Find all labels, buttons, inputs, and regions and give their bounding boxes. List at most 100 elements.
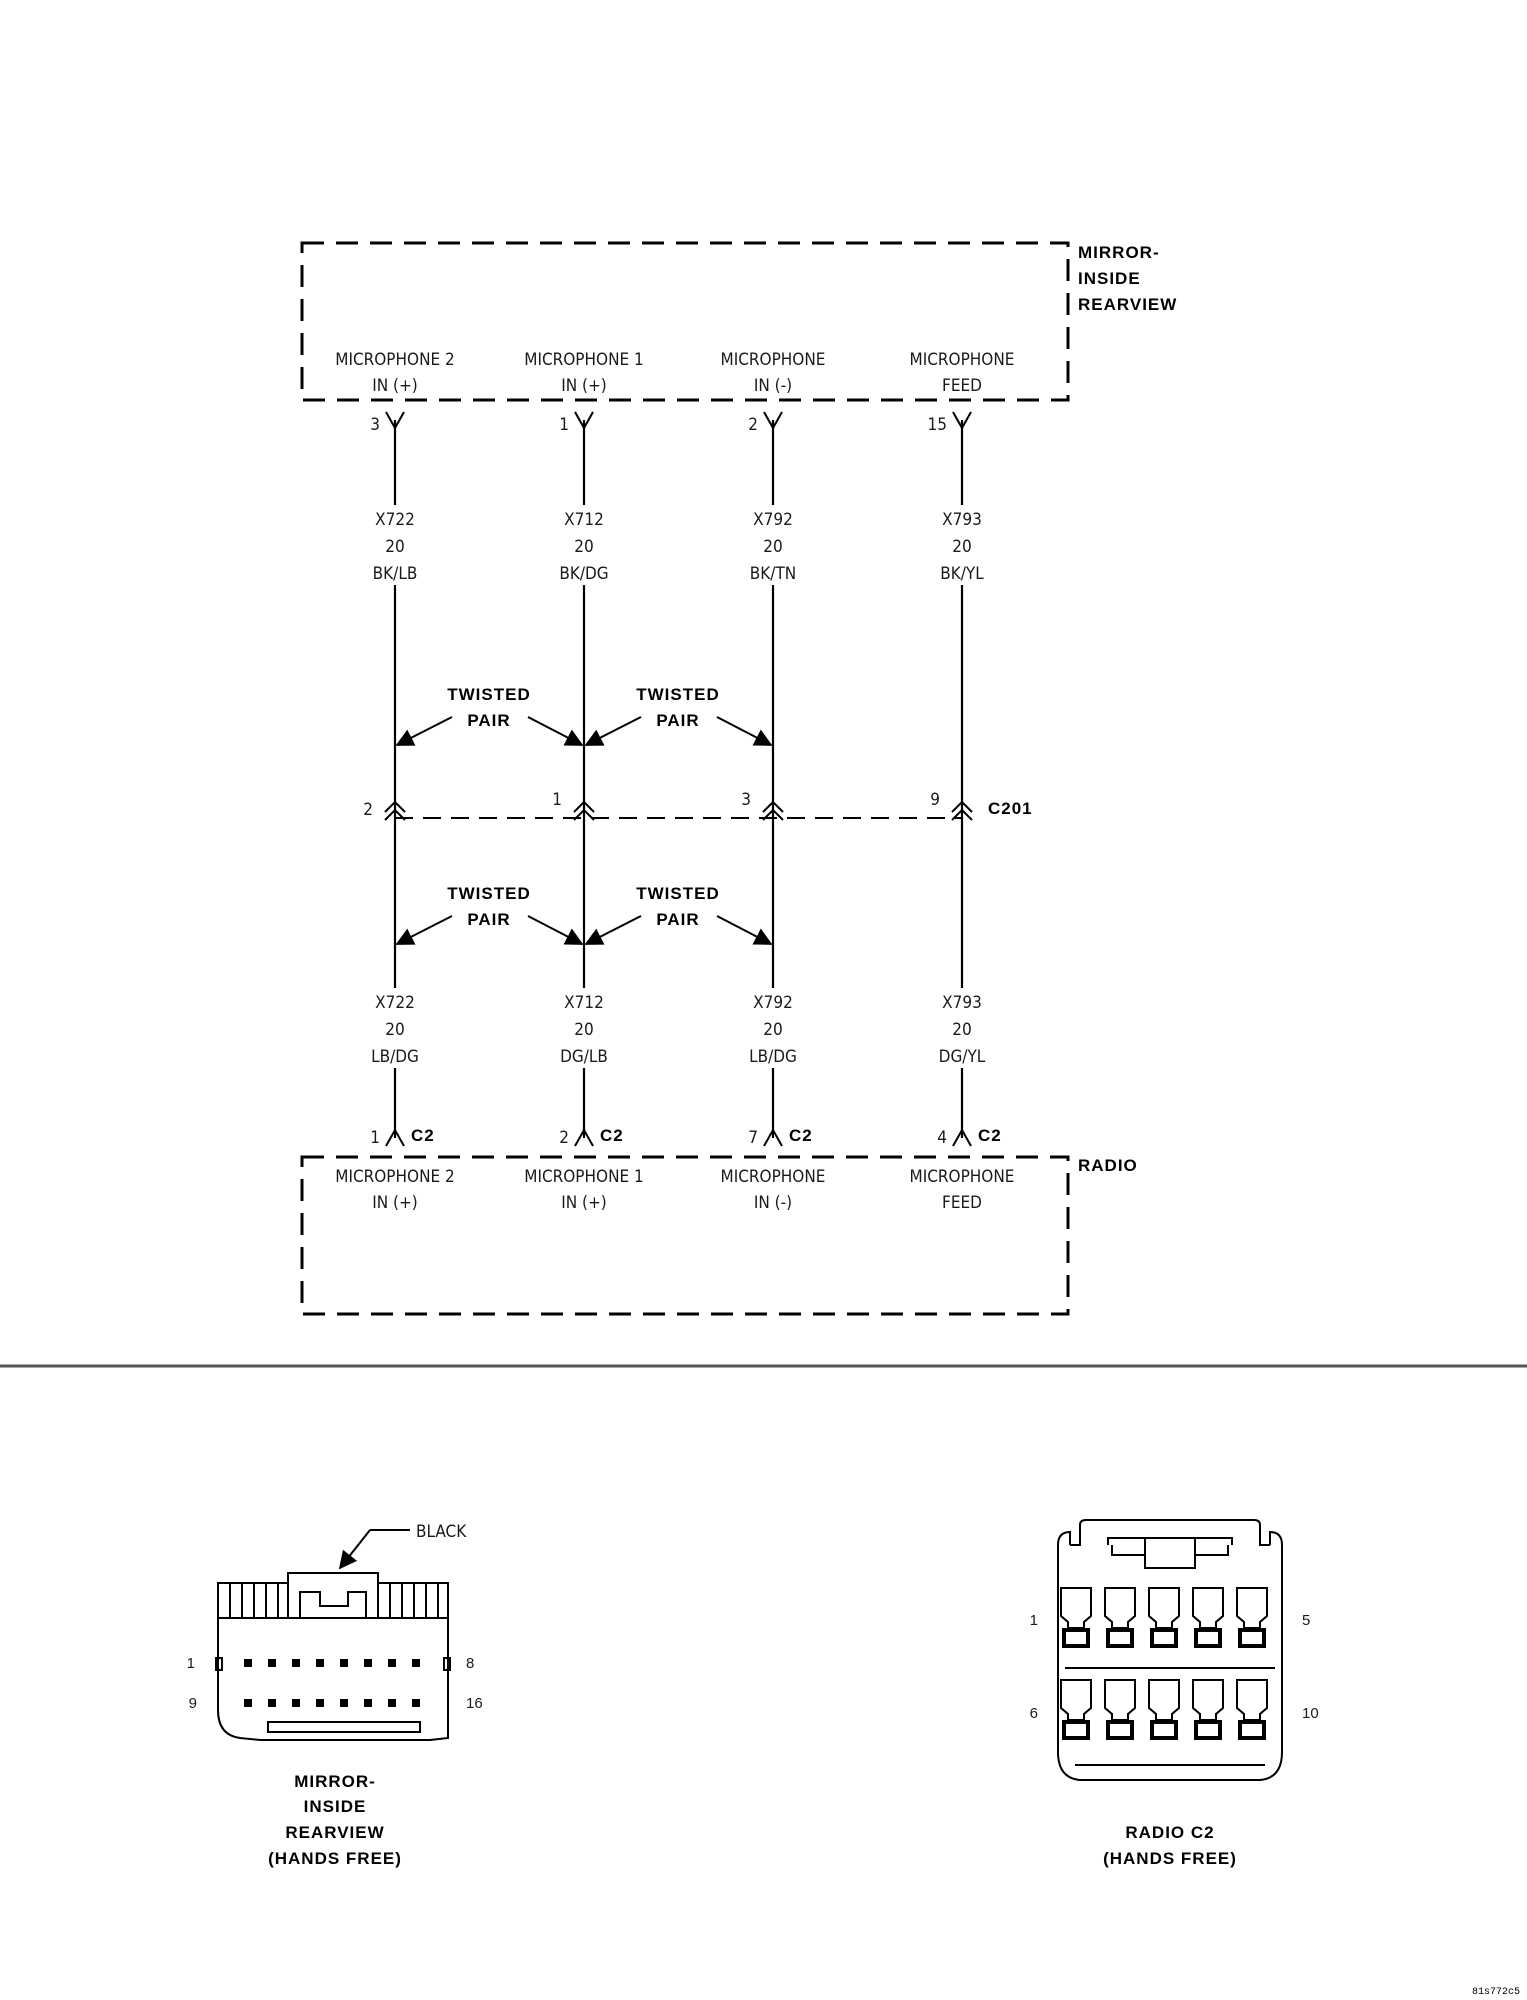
mirror-pin-name: MICROPHONE 2 bbox=[335, 350, 455, 370]
pin-number: 6 bbox=[1030, 1705, 1038, 1722]
wire-circuit: X712 bbox=[564, 510, 604, 530]
radio-component: RADIO MICROPHONE 2 IN (+) MICROPHONE 1 I… bbox=[300, 1155, 1137, 1316]
wire-gauge: 20 bbox=[952, 1020, 971, 1040]
mirror-label-2: INSIDE bbox=[1078, 269, 1141, 288]
c201-connector: 2 1 3 9 C201 bbox=[363, 790, 1032, 821]
twisted-pair-label: PAIR bbox=[656, 711, 699, 730]
wire-gauge: 20 bbox=[385, 537, 404, 557]
radio-pin-name: MICROPHONE 2 bbox=[335, 1167, 455, 1187]
radio-connector-latch bbox=[1107, 1537, 1233, 1569]
c201-cavity: 1 bbox=[552, 790, 562, 810]
terminal-symbol bbox=[574, 1127, 594, 1147]
wire-circuit: X712 bbox=[564, 993, 604, 1013]
mirror-terminals bbox=[385, 411, 972, 431]
wire-gauge: 20 bbox=[763, 537, 782, 557]
radio-cavity: 2 bbox=[559, 1128, 569, 1148]
radio-cavity-terminal bbox=[1150, 1628, 1178, 1648]
radio-cavity-outline bbox=[1148, 1679, 1180, 1721]
c201-cavity: 9 bbox=[930, 790, 940, 810]
radio-connector-cavities bbox=[1060, 1587, 1268, 1740]
radio-pin-name: MICROPHONE bbox=[910, 1167, 1015, 1187]
c201-cavity: 2 bbox=[363, 800, 373, 820]
wire-circuit: X793 bbox=[942, 993, 982, 1013]
twisted-pair-arrow bbox=[527, 716, 584, 746]
wire-gauge: 20 bbox=[385, 1020, 404, 1040]
caption-line: (HANDS FREE) bbox=[1103, 1849, 1237, 1868]
inline-terminal-symbol bbox=[951, 800, 973, 821]
mirror-pin-function: IN (+) bbox=[561, 376, 607, 396]
radio-cavity-terminal bbox=[1194, 1720, 1222, 1740]
lower-wire-labels: X722 20 LB/DG X712 20 DG/LB X792 20 LB/D… bbox=[362, 988, 995, 1068]
radio-box bbox=[300, 1155, 1070, 1316]
inline-terminal-symbol bbox=[384, 800, 406, 821]
radio-cavity-terminal bbox=[1238, 1720, 1266, 1740]
radio-cavity-outline bbox=[1060, 1587, 1092, 1629]
radio-pin-name: MICROPHONE bbox=[721, 1167, 826, 1187]
terminal-symbol bbox=[763, 411, 783, 431]
radio-pin-function: IN (+) bbox=[561, 1193, 607, 1213]
twisted-pair-label: TWISTED bbox=[636, 685, 720, 704]
inline-terminal-symbol bbox=[573, 800, 595, 821]
mirror-connector-key bbox=[443, 1657, 451, 1671]
wire-color: BK/DG bbox=[559, 564, 608, 584]
wire-color: DG/YL bbox=[939, 1047, 986, 1067]
pin-number: 1 bbox=[1030, 1612, 1038, 1629]
wire-color: DG/LB bbox=[560, 1047, 608, 1067]
twisted-pair-label: PAIR bbox=[467, 711, 510, 730]
twisted-pair-upper: TWISTED PAIR TWISTED PAIR bbox=[395, 685, 773, 746]
radio-cavity-outline bbox=[1104, 1679, 1136, 1721]
radio-pin-name: MICROPHONE 1 bbox=[524, 1167, 644, 1187]
radio-cavity-outline bbox=[1060, 1679, 1092, 1721]
twisted-pair-label: PAIR bbox=[467, 910, 510, 929]
caption-line: INSIDE bbox=[304, 1797, 367, 1816]
wire-circuit: X722 bbox=[375, 510, 415, 530]
mirror-connector-outline bbox=[217, 1617, 449, 1741]
twisted-pair-arrow bbox=[584, 716, 642, 746]
radio-connector-top bbox=[1057, 1519, 1270, 1546]
mirror-cavity: 2 bbox=[748, 415, 758, 435]
twisted-pair-arrow bbox=[584, 915, 642, 945]
wire-lines bbox=[393, 420, 964, 1138]
caption-line: (HANDS FREE) bbox=[268, 1849, 402, 1868]
radio-terminals bbox=[385, 1127, 972, 1147]
upper-wire-labels: X722 20 BK/LB X712 20 BK/DG X792 20 BK/T… bbox=[362, 505, 995, 585]
radio-pin-function: IN (+) bbox=[372, 1193, 418, 1213]
pin-number: 10 bbox=[1302, 1705, 1319, 1722]
mirror-pin-function: IN (-) bbox=[754, 376, 792, 396]
radio-cavity-terminal bbox=[1106, 1720, 1134, 1740]
radio-connector-label: C2 bbox=[789, 1126, 813, 1145]
twisted-pair-label: TWISTED bbox=[447, 884, 531, 903]
c201-cavity: 3 bbox=[741, 790, 751, 810]
pin-number: 1 bbox=[187, 1655, 195, 1672]
radio-cavity-outline bbox=[1148, 1587, 1180, 1629]
twisted-pair-label: PAIR bbox=[656, 910, 699, 929]
terminal-symbol bbox=[952, 411, 972, 431]
mirror-pin-name: MICROPHONE bbox=[910, 350, 1015, 370]
twisted-pair-label: TWISTED bbox=[447, 685, 531, 704]
mirror-connector-ribs bbox=[217, 1582, 449, 1618]
twisted-pair-arrow bbox=[527, 915, 584, 945]
twisted-pair-arrow bbox=[716, 716, 773, 746]
radio-cavity: 1 bbox=[370, 1128, 380, 1148]
mirror-label-1: MIRROR- bbox=[1078, 243, 1160, 262]
caption-line: REARVIEW bbox=[285, 1823, 384, 1842]
radio-cavity-outline bbox=[1192, 1679, 1224, 1721]
black-callout-arrow bbox=[338, 1529, 371, 1570]
mirror-pin-name: MICROPHONE 1 bbox=[524, 350, 644, 370]
mirror-pin-function: FEED bbox=[942, 376, 982, 396]
wire-circuit: X722 bbox=[375, 993, 415, 1013]
radio-cavity-terminal bbox=[1062, 1720, 1090, 1740]
radio-connector-outline bbox=[1057, 1530, 1283, 1781]
radio-cavity-terminal bbox=[1062, 1628, 1090, 1648]
mirror-connector-caption: MIRROR- INSIDE REARVIEW (HANDS FREE) bbox=[268, 1772, 402, 1868]
radio-cavity-terminal bbox=[1150, 1720, 1178, 1740]
mirror-connector-latch bbox=[287, 1572, 379, 1618]
mirror-cavity: 1 bbox=[559, 415, 569, 435]
radio-pin-function: FEED bbox=[942, 1193, 982, 1213]
wire-gauge: 20 bbox=[763, 1020, 782, 1040]
twisted-pair-arrow bbox=[395, 716, 453, 746]
twisted-pair-arrow bbox=[395, 915, 453, 945]
radio-pin-function: IN (-) bbox=[754, 1193, 792, 1213]
terminal-symbol bbox=[952, 1127, 972, 1147]
